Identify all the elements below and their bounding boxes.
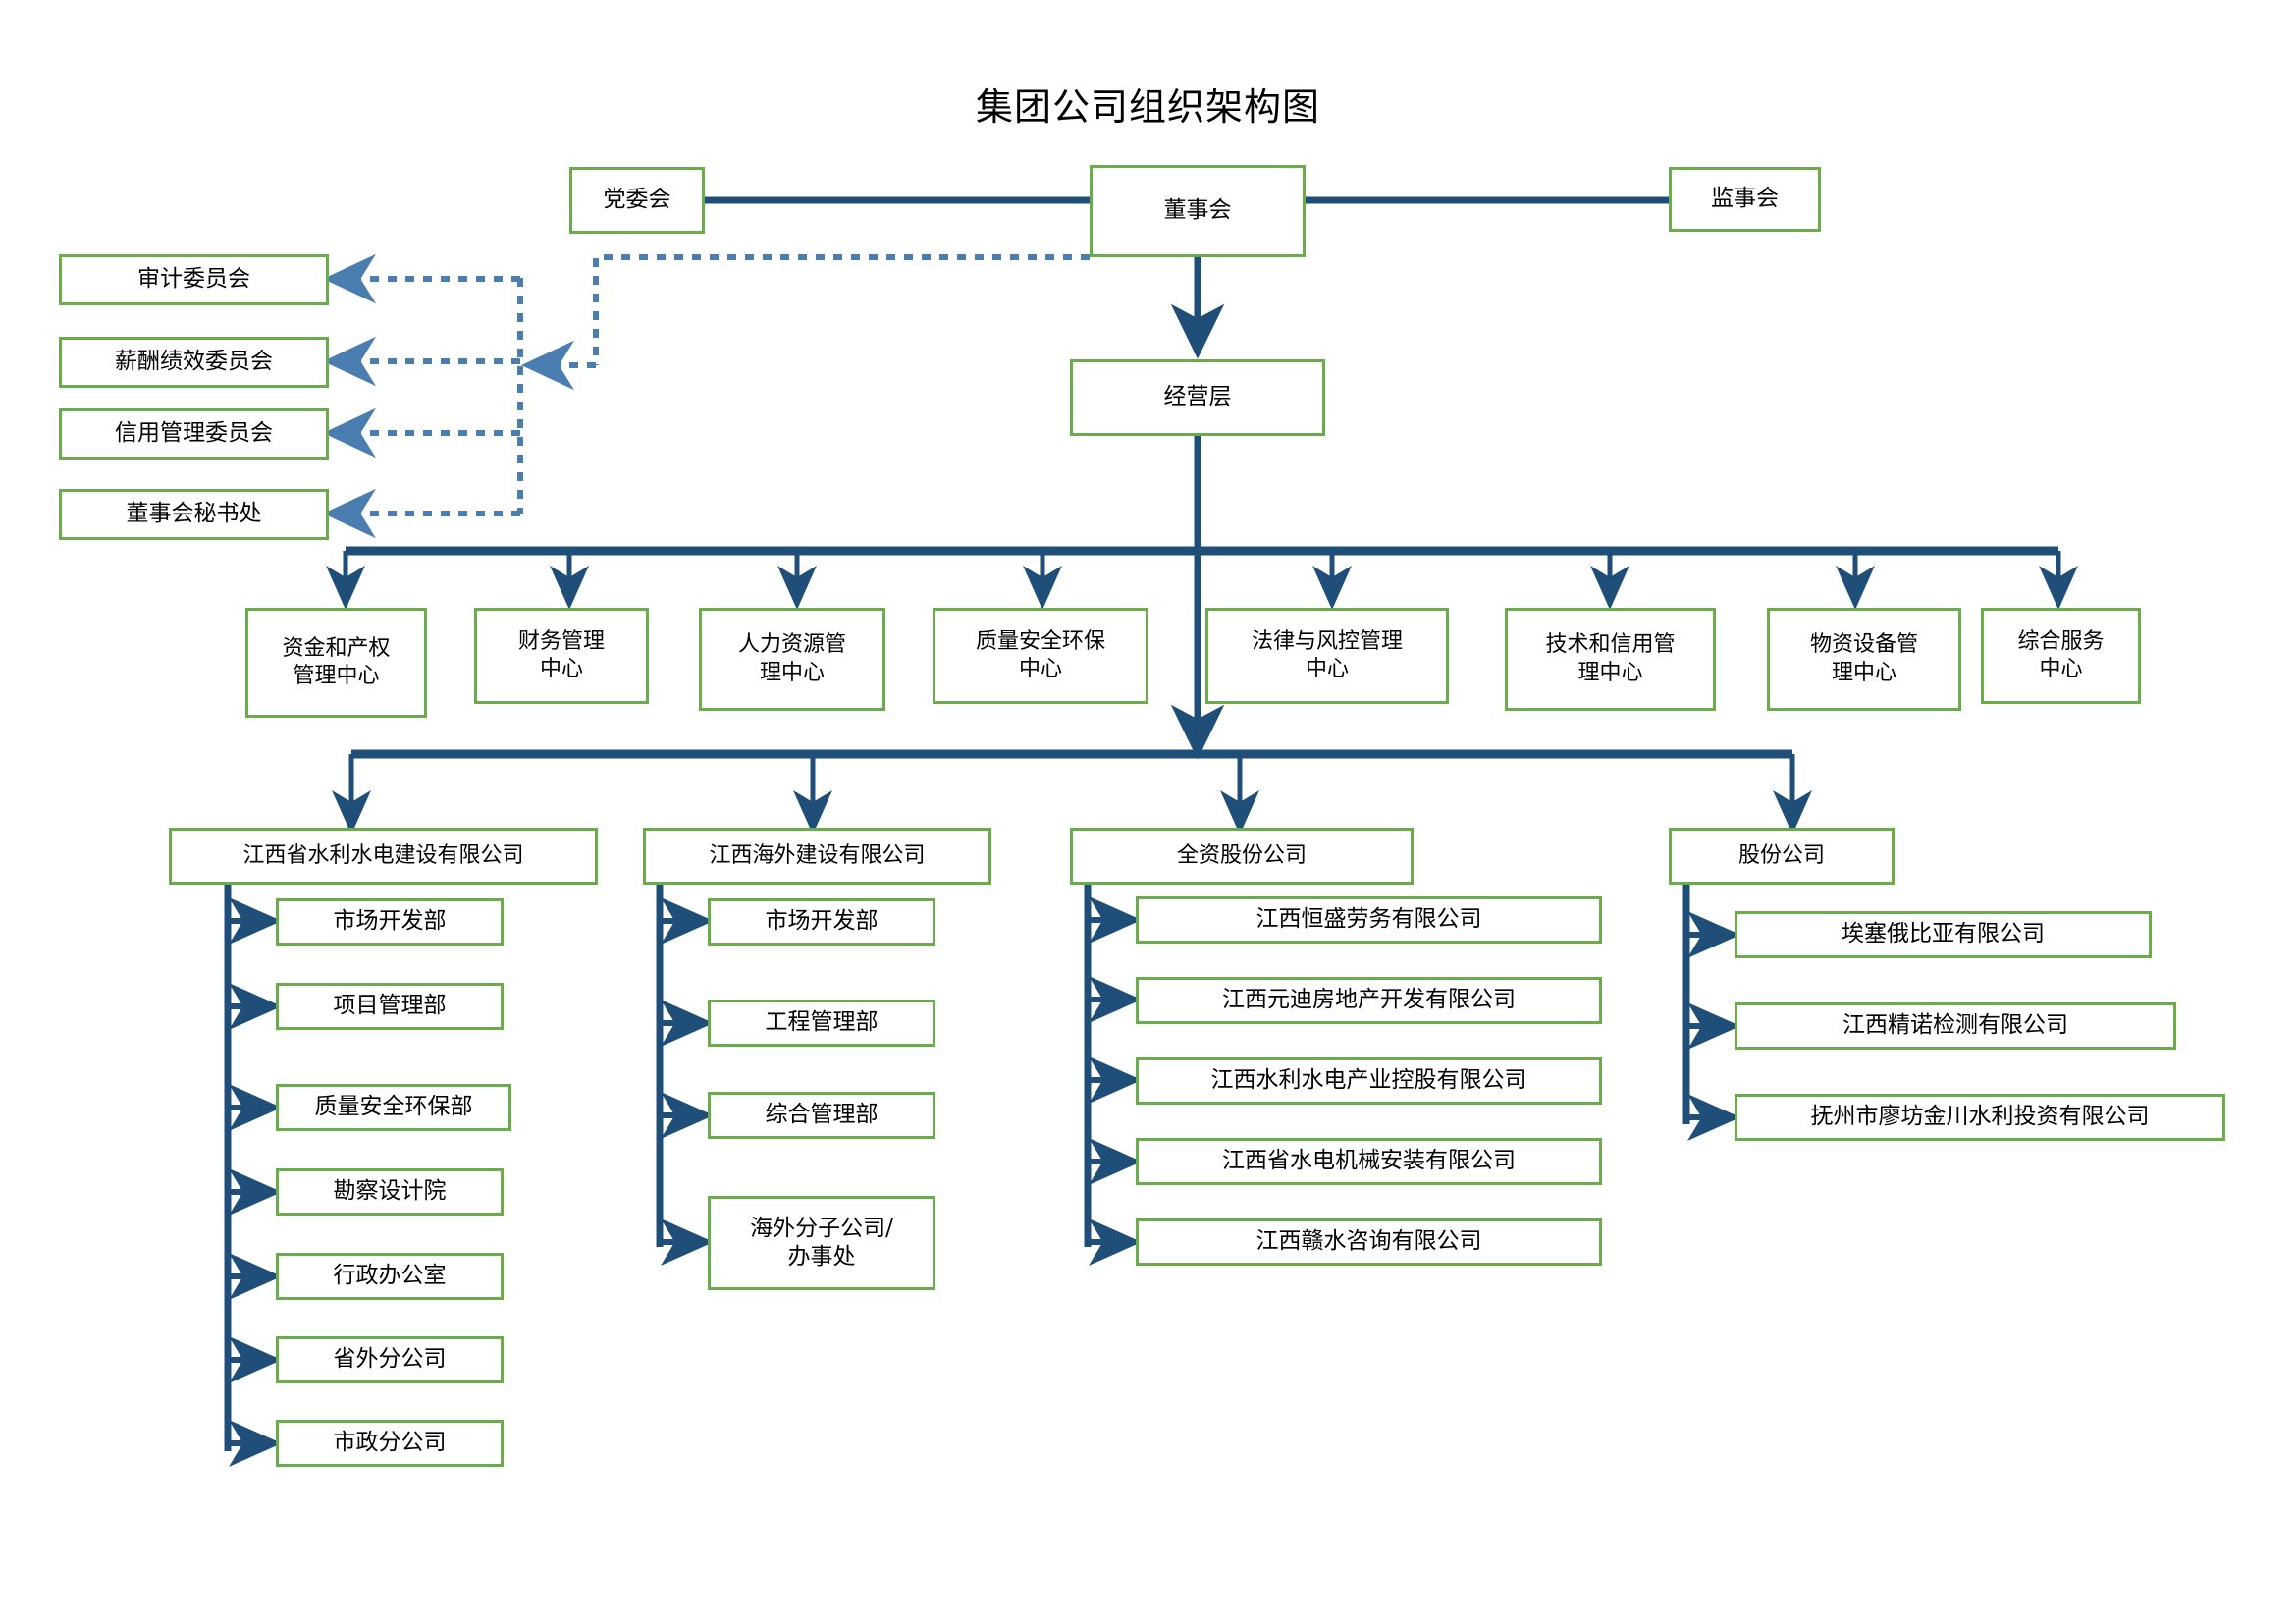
node-dept-c0-survey-design-institute[interactable]: 勘察设计院: [276, 1168, 504, 1216]
node-dept-c0-municipal-branch[interactable]: 市政分公司: [276, 1420, 504, 1467]
node-company-jiangxi-overseas[interactable]: 江西海外建设有限公司: [643, 828, 991, 885]
node-label: 项目管理部: [333, 993, 447, 1019]
node-dept-c1-general-management[interactable]: 综合管理部: [708, 1092, 935, 1139]
node-label: 股份公司: [1737, 842, 1825, 868]
node-label: 综合服务 中心: [2017, 628, 2105, 681]
node-label: 质量安全环保 中心: [975, 628, 1105, 681]
node-dept-c1-overseas-subsidiaries-offices[interactable]: 海外分子公司/ 办事处: [708, 1196, 935, 1290]
node-center-quality-safety-environment[interactable]: 质量安全环保 中心: [933, 608, 1148, 704]
node-committee-credit[interactable]: 信用管理委员会: [59, 408, 329, 460]
node-committee-audit[interactable]: 审计委员会: [59, 254, 329, 305]
node-committee-board-secretariat[interactable]: 董事会秘书处: [59, 489, 329, 540]
node-label: 江西恒盛劳务有限公司: [1255, 906, 1482, 933]
node-company-jiangxi-water-power[interactable]: 江西省水利水电建设有限公司: [169, 828, 598, 885]
node-label: 技术和信用管 理中心: [1545, 632, 1676, 685]
node-sub-c2-hydro-machinery-installation[interactable]: 江西省水电机械安装有限公司: [1136, 1138, 1602, 1185]
node-center-funds-property[interactable]: 资金和产权 管理中心: [245, 608, 427, 718]
node-sub-c2-water-power-industry-holding[interactable]: 江西水利水电产业控股有限公司: [1136, 1057, 1602, 1105]
node-label: 工程管理部: [765, 1009, 879, 1036]
node-label: 党委会: [603, 187, 671, 213]
node-label: 江西精诺检测有限公司: [1842, 1012, 2068, 1039]
node-label: 省外分公司: [333, 1346, 447, 1373]
node-label: 质量安全环保部: [314, 1094, 473, 1120]
node-label: 行政办公室: [333, 1263, 447, 1289]
node-label: 江西元迪房地产开发有限公司: [1222, 987, 1516, 1013]
node-management-layer[interactable]: 经营层: [1070, 359, 1325, 436]
node-dept-c0-quality-safety-environment[interactable]: 质量安全环保部: [276, 1084, 511, 1131]
node-board-of-directors[interactable]: 董事会: [1090, 165, 1306, 257]
node-label: 信用管理委员会: [115, 420, 273, 447]
node-sub-c2-ganshui-consulting[interactable]: 江西赣水咨询有限公司: [1136, 1218, 1602, 1266]
node-committee-compensation[interactable]: 薪酬绩效委员会: [59, 337, 329, 388]
node-dept-c1-engineering-management[interactable]: 工程管理部: [708, 1000, 935, 1047]
node-label: 市场开发部: [765, 908, 879, 935]
node-label: 江西省水电机械安装有限公司: [1222, 1148, 1516, 1174]
node-sub-c3-liaofang-jinchuan-water-investment[interactable]: 抚州市廖坊金川水利投资有限公司: [1735, 1094, 2225, 1141]
node-center-human-resources[interactable]: 人力资源管 理中心: [699, 608, 885, 711]
node-label: 财务管理 中心: [517, 628, 605, 681]
node-center-general-services[interactable]: 综合服务 中心: [1981, 608, 2141, 704]
node-company-wholly-owned[interactable]: 全资股份公司: [1070, 828, 1414, 885]
node-label: 综合管理部: [765, 1102, 879, 1128]
node-label: 江西水利水电产业控股有限公司: [1210, 1067, 1527, 1094]
node-label: 市政分公司: [333, 1430, 447, 1456]
node-label: 物资设备管 理中心: [1809, 632, 1918, 685]
node-label: 全资股份公司: [1176, 842, 1307, 868]
node-sub-c3-jingnuo-testing[interactable]: 江西精诺检测有限公司: [1735, 1002, 2176, 1050]
node-party-committee[interactable]: 党委会: [569, 167, 705, 234]
page-title: 集团公司组织架构图: [975, 85, 1320, 129]
node-company-shareholding[interactable]: 股份公司: [1669, 828, 1895, 885]
node-sub-c3-ethiopia[interactable]: 埃塞俄比亚有限公司: [1735, 911, 2152, 958]
node-label: 抚州市廖坊金川水利投资有限公司: [1810, 1104, 2150, 1130]
node-label: 经营层: [1163, 384, 1232, 410]
node-label: 人力资源管 理中心: [737, 632, 846, 685]
node-label: 监事会: [1711, 186, 1779, 212]
node-center-finance[interactable]: 财务管理 中心: [474, 608, 649, 704]
node-dept-c0-market-development[interactable]: 市场开发部: [276, 898, 504, 946]
node-label: 海外分子公司/ 办事处: [750, 1215, 893, 1270]
node-label: 资金和产权 管理中心: [282, 635, 391, 688]
node-dept-c1-market-development[interactable]: 市场开发部: [708, 898, 935, 946]
node-label: 江西海外建设有限公司: [709, 842, 926, 868]
node-center-technology-credit[interactable]: 技术和信用管 理中心: [1505, 608, 1716, 711]
node-label: 法律与风控管理 中心: [1251, 628, 1403, 681]
node-label: 江西省水利水电建设有限公司: [242, 842, 524, 868]
node-sub-c2-hengsheng-labor[interactable]: 江西恒盛劳务有限公司: [1136, 896, 1602, 944]
node-dept-c0-out-of-province-branch[interactable]: 省外分公司: [276, 1336, 504, 1383]
node-dept-c0-administrative-office[interactable]: 行政办公室: [276, 1253, 504, 1300]
wire-board-dotted-trunk: [593, 254, 1090, 365]
node-supervisory-board[interactable]: 监事会: [1669, 167, 1821, 232]
node-label: 审计委员会: [137, 266, 250, 293]
node-label: 市场开发部: [333, 908, 447, 935]
node-label: 江西赣水咨询有限公司: [1255, 1228, 1482, 1255]
node-dept-c0-project-management[interactable]: 项目管理部: [276, 983, 504, 1030]
node-label: 董事会秘书处: [126, 501, 262, 527]
node-label: 勘察设计院: [333, 1178, 447, 1205]
node-center-legal-risk[interactable]: 法律与风控管理 中心: [1205, 608, 1449, 704]
node-label: 埃塞俄比亚有限公司: [1842, 921, 2045, 947]
node-center-materials-equipment[interactable]: 物资设备管 理中心: [1767, 608, 1961, 711]
node-label: 董事会: [1163, 197, 1232, 224]
node-sub-c2-yuandi-real-estate[interactable]: 江西元迪房地产开发有限公司: [1136, 977, 1602, 1024]
node-label: 薪酬绩效委员会: [115, 349, 273, 375]
